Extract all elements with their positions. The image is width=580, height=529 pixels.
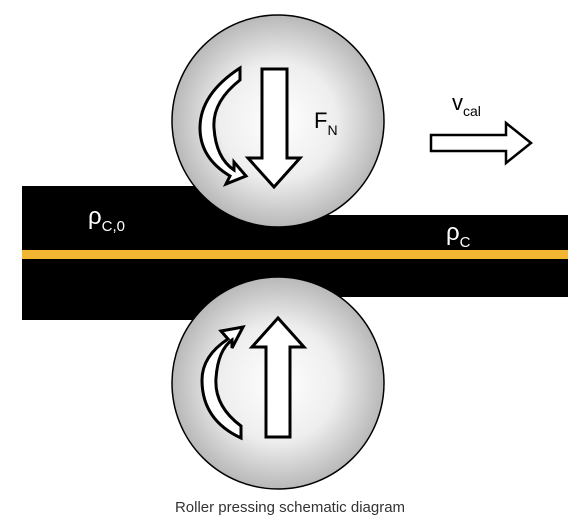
velocity-label: vcal: [452, 90, 481, 119]
normal-force-label: FN: [314, 108, 338, 138]
diagram-caption: Roller pressing schematic diagram: [174, 499, 406, 516]
current-collector-foil: [22, 250, 568, 259]
curved-arrow-counterclockwise-icon: [200, 324, 246, 441]
arrow-right-icon: [429, 120, 534, 166]
arrow-up-icon: [248, 315, 308, 439]
rho-initial-label: ρC,0: [88, 203, 125, 235]
curved-arrow-clockwise-icon: [198, 65, 249, 187]
arrow-down-icon: [244, 67, 304, 190]
rho-final-label: ρC: [446, 219, 471, 251]
